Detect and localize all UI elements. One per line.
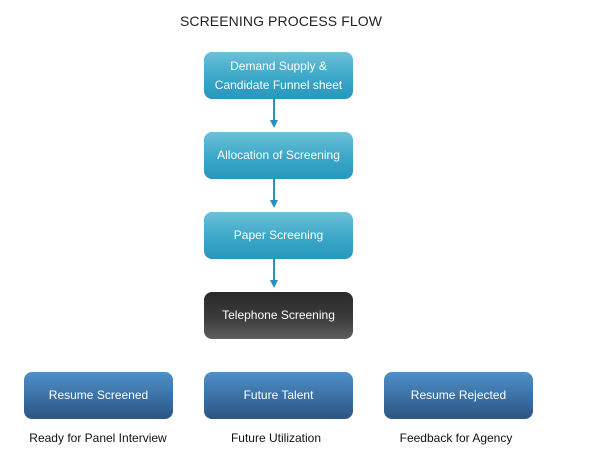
step-paper-screening: Paper Screening: [204, 212, 353, 259]
step-allocation-of-screening: Allocation of Screening: [204, 132, 353, 179]
step-telephone-screening: Telephone Screening: [204, 292, 353, 339]
arrow-connector: [270, 99, 278, 129]
arrow-connector: [270, 179, 278, 209]
outcome-resume-screened: Resume Screened: [24, 372, 173, 419]
step-demand-supply-funnel: Demand Supply & Candidate Funnel sheet: [204, 52, 353, 99]
caption-future-utilization: Future Utilization: [230, 431, 322, 445]
outcome-future-talent: Future Talent: [204, 372, 353, 419]
caption-ready-for-panel-interview: Ready for Panel Interview: [29, 431, 167, 445]
diagram-title: SCREENING PROCESS FLOW: [179, 13, 383, 29]
arrow-connector: [270, 259, 278, 289]
outcome-resume-rejected: Resume Rejected: [384, 372, 533, 419]
caption-feedback-for-agency: Feedback for Agency: [399, 431, 513, 445]
